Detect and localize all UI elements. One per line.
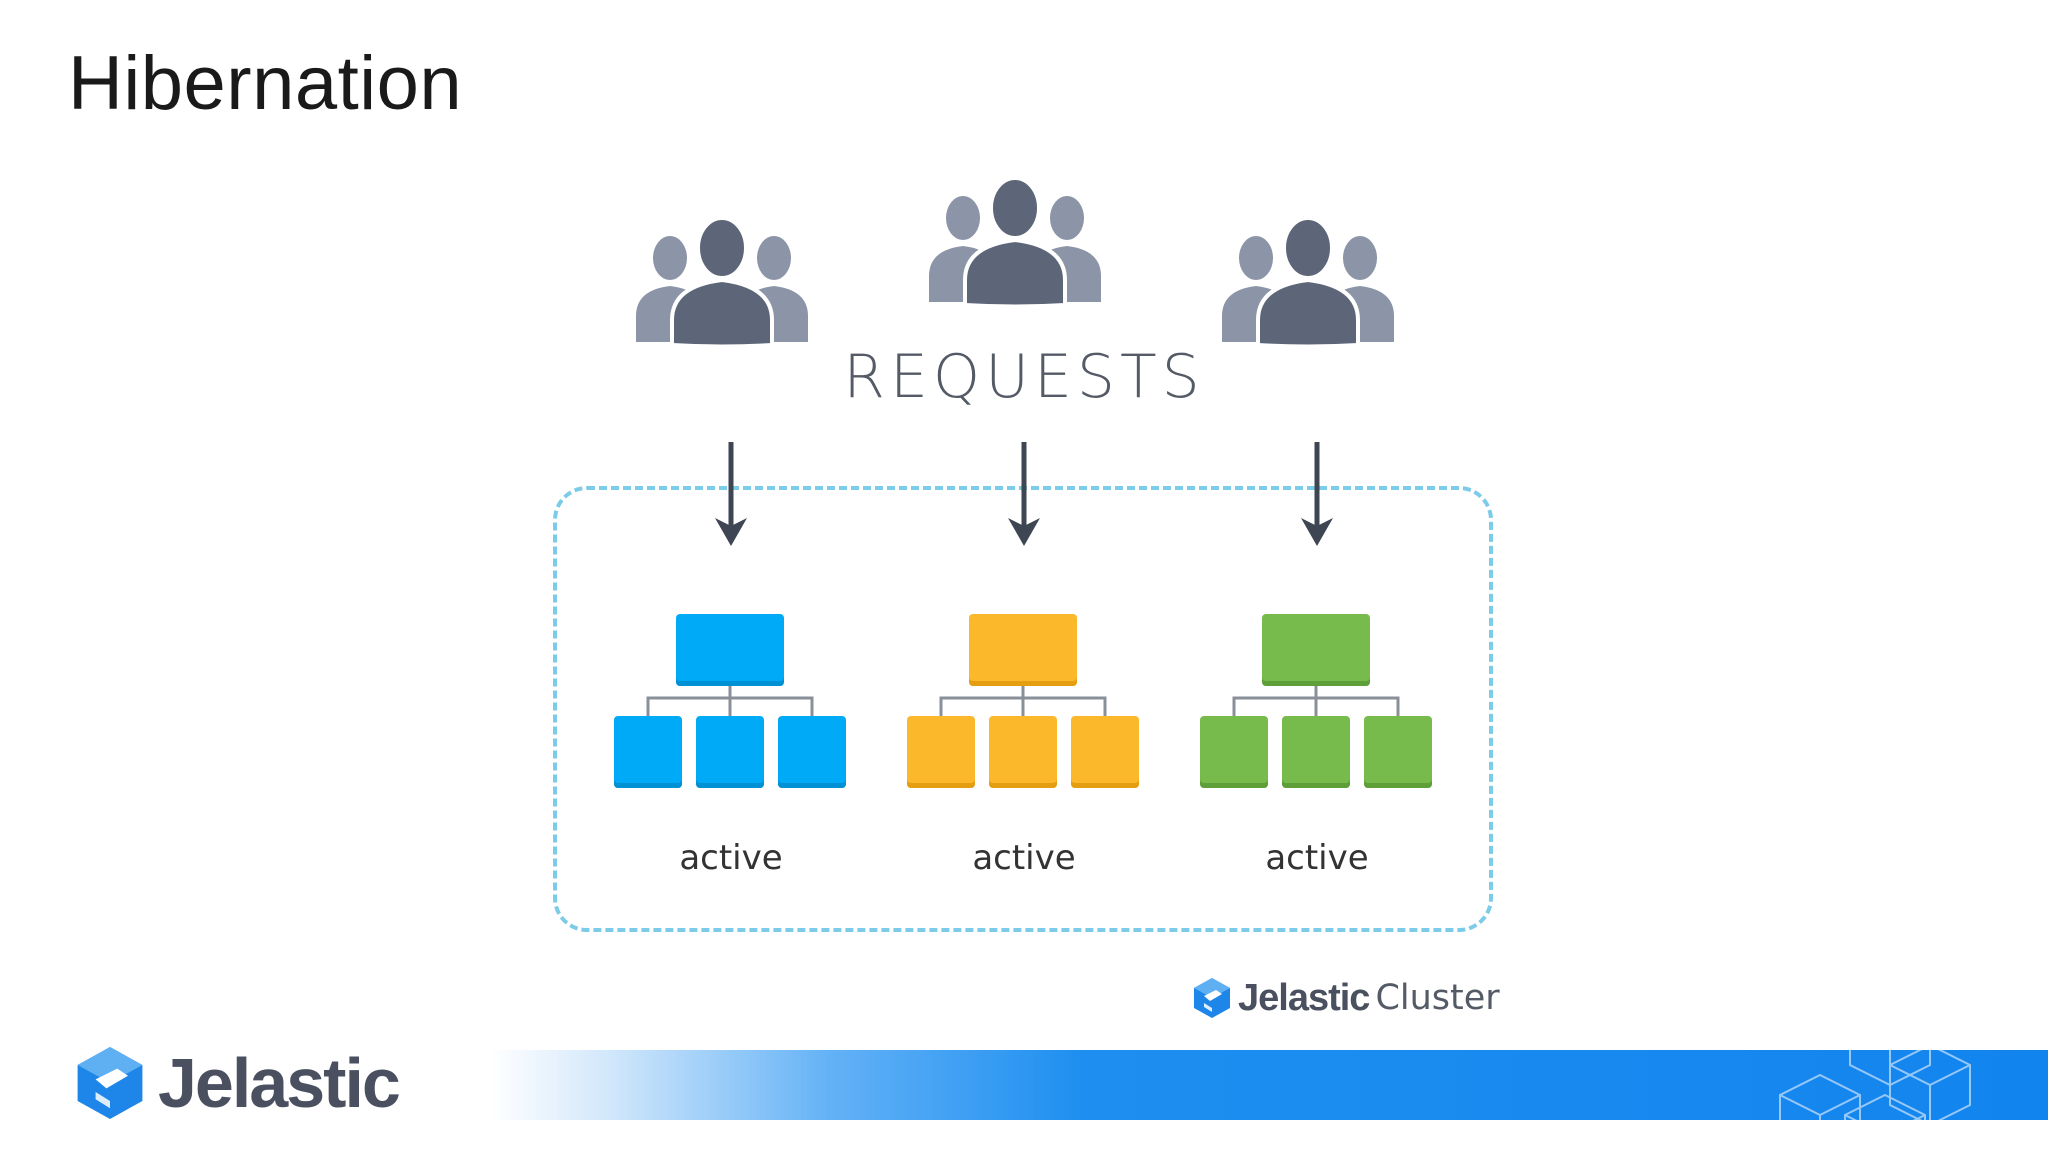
child-node (907, 716, 975, 788)
cluster-brand: Jelastic (1238, 976, 1370, 1019)
environment-state-label: active (679, 838, 783, 878)
footer-brand: Jelastic (158, 1044, 401, 1122)
root-node (676, 614, 784, 686)
environment-state-label: active (972, 838, 1076, 878)
child-node (1364, 716, 1432, 788)
cluster-word: Cluster (1375, 978, 1500, 1018)
users-icon (1222, 216, 1394, 347)
users-icon (929, 176, 1101, 307)
users-icon (636, 216, 808, 347)
down-arrow-icon (1008, 442, 1040, 546)
root-node (969, 614, 1077, 686)
environment-tree (907, 614, 1147, 804)
environment-state-label: active (1265, 838, 1369, 878)
child-node (989, 716, 1057, 788)
root-node (1262, 614, 1370, 686)
tree-connector (939, 686, 1107, 716)
footer-bar (490, 1050, 2048, 1120)
environment-tree (1200, 614, 1440, 804)
down-arrow-icon (1301, 442, 1333, 546)
cube-pattern-icon (1779, 1003, 1971, 1152)
child-node (696, 716, 764, 788)
tree-connector (646, 686, 814, 716)
child-node (778, 716, 846, 788)
requests-label: REQUESTS (843, 342, 1205, 412)
child-node (614, 716, 682, 788)
footer-logo: Jelastic (74, 1040, 401, 1126)
slide-title: Hibernation (68, 41, 463, 126)
child-node (1071, 716, 1139, 788)
child-node (1282, 716, 1350, 788)
jelastic-logo-icon (1194, 978, 1230, 1018)
child-node (1200, 716, 1268, 788)
cluster-caption: Jelastic Cluster (1192, 974, 1500, 1022)
jelastic-logo-icon (77, 1047, 143, 1119)
tree-connector (1232, 686, 1400, 716)
environment-tree (614, 614, 854, 804)
down-arrow-icon (715, 442, 747, 546)
